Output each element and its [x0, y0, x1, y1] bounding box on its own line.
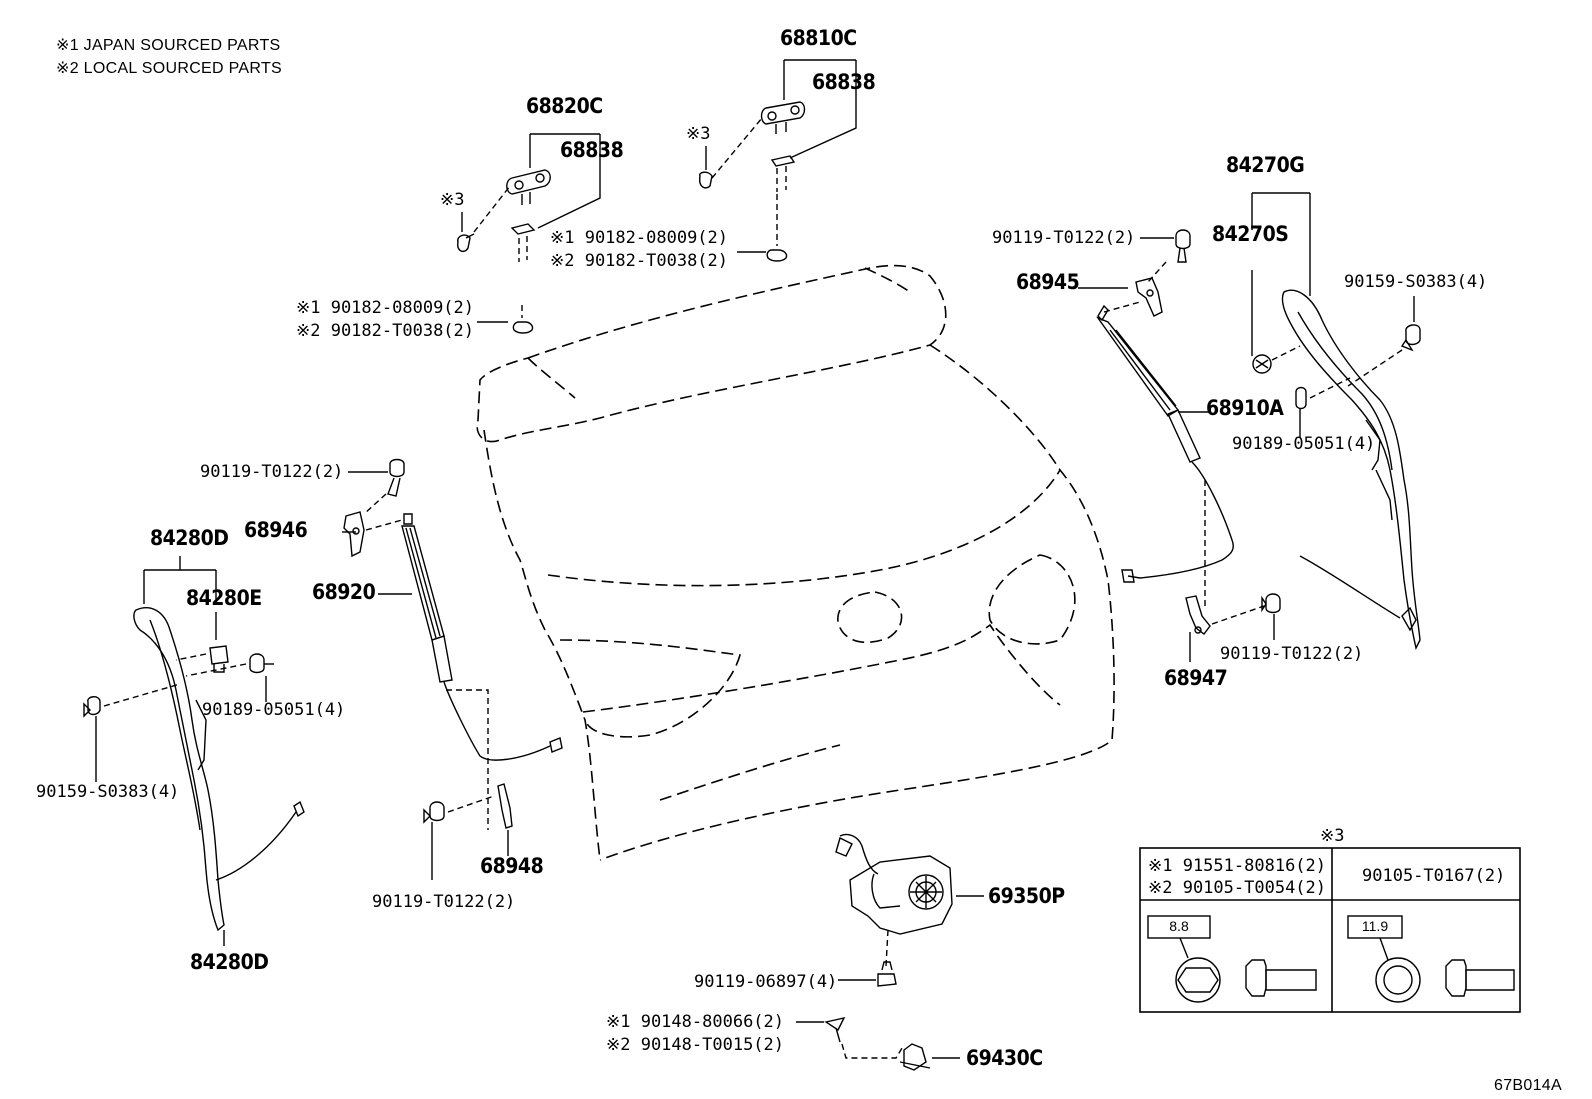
label-68838-left[interactable]: 68838	[560, 138, 624, 162]
bolt-90119-t0122-lower-left	[423, 795, 495, 880]
garnish-84280d	[133, 607, 305, 946]
callout-68810c-bracket	[705, 59, 857, 253]
note-local-sourced: ※2 LOCAL SOURCED PARTS	[56, 60, 282, 77]
bolt-90119-t0122-upper-left	[348, 458, 405, 515]
detail-left-line1[interactable]: ※1 91551-80816(2)	[1148, 856, 1327, 876]
label-68820c[interactable]: 68820C	[526, 94, 603, 118]
callout-68820c-bracket	[461, 133, 601, 323]
label-90148-80066[interactable]: ※1 90148-80066(2)	[606, 1012, 785, 1032]
label-90119-t0122-lower-left[interactable]: 90119-T0122(2)	[372, 892, 516, 912]
bracket-68947	[1185, 595, 1265, 662]
label-68910a[interactable]: 68910A	[1206, 396, 1284, 420]
label-84280d-bottom[interactable]: 84280D	[190, 950, 269, 974]
label-69430c[interactable]: 69430C	[966, 1046, 1043, 1070]
label-84280e[interactable]: 84280E	[186, 586, 262, 610]
label-90189-05051-left[interactable]: 90189-05051(4)	[202, 700, 346, 720]
bolt-90119-06897	[838, 961, 897, 987]
label-68810c[interactable]: 68810C	[780, 26, 857, 50]
label-90148-t0015[interactable]: ※2 90148-T0015(2)	[606, 1035, 785, 1055]
label-90119-t0122-upper-left[interactable]: 90119-T0122(2)	[200, 462, 344, 482]
label-69350p[interactable]: 69350P	[988, 884, 1065, 908]
hinge-68810c	[698, 101, 806, 262]
bracket-68946	[342, 511, 403, 558]
screw-90189-05051-right	[1295, 377, 1351, 438]
label-90159-s0383-left[interactable]: 90159-S0383(4)	[36, 782, 180, 802]
label-68948[interactable]: 68948	[480, 854, 544, 878]
bolt-90119-t0122-upper-right	[1140, 229, 1191, 283]
label-90119-t0122-lower-right[interactable]: 90119-T0122(2)	[1220, 644, 1364, 664]
clip-90159-s0383-left	[83, 683, 181, 782]
callout-84270g-bracket	[1251, 192, 1311, 356]
detail-box-frame	[1139, 847, 1521, 1013]
note-japan-sourced: ※1 JAPAN SOURCED PARTS	[56, 37, 281, 54]
lock-actuator-69350p	[835, 833, 984, 967]
back-door-outline	[476, 264, 1115, 861]
label-84280d-top[interactable]: 84280D	[150, 526, 229, 550]
bolt-90119-t0122-lower-right	[1261, 593, 1281, 640]
label-68947[interactable]: 68947	[1164, 666, 1228, 690]
label-84270g[interactable]: 84270G	[1226, 153, 1305, 177]
hinge-68820c	[457, 169, 551, 334]
bracket-68945	[1078, 277, 1163, 317]
label-90159-s0383-right[interactable]: 90159-S0383(4)	[1344, 272, 1488, 292]
bracket-68948	[497, 783, 513, 856]
label-90119-06897[interactable]: 90119-06897(4)	[694, 972, 838, 992]
screw-90189-05051-left	[185, 653, 274, 702]
label-68838-right[interactable]: 68838	[812, 70, 876, 94]
label-mark3-top: ※3	[686, 124, 711, 144]
clip-84270s	[1252, 345, 1301, 374]
clip-90159-s0383-right	[1347, 296, 1421, 387]
label-84270s[interactable]: 84270S	[1212, 222, 1289, 246]
label-68946[interactable]: 68946	[244, 518, 308, 542]
label-90189-05051-right[interactable]: 90189-05051(4)	[1232, 434, 1376, 454]
label-68920[interactable]: 68920	[312, 580, 376, 604]
torque-value-right: 11.9	[1361, 918, 1389, 934]
torque-value-left: 8.8	[1169, 918, 1189, 934]
damper-stay-68920	[401, 513, 563, 830]
label-90182-t0038-left[interactable]: ※2 90182-T0038(2)	[296, 321, 475, 341]
damper-stay-68910a	[1096, 304, 1234, 610]
screw-90148-80066	[796, 1016, 903, 1059]
label-mark3-left: ※3	[440, 190, 465, 210]
detail-left-line2[interactable]: ※2 90105-T0054(2)	[1148, 878, 1327, 898]
detail-box-title: ※3	[1320, 826, 1345, 846]
label-90182-08009-left[interactable]: ※1 90182-08009(2)	[296, 298, 475, 318]
detail-bolt-right	[1347, 915, 1515, 1003]
clip-84280e	[175, 645, 229, 673]
bumper-69430c	[899, 1043, 960, 1071]
detail-right-line[interactable]: 90105-T0167(2)	[1362, 866, 1506, 886]
label-90182-t0038-top[interactable]: ※2 90182-T0038(2)	[550, 251, 729, 271]
label-90182-08009-top[interactable]: ※1 90182-08009(2)	[550, 228, 729, 248]
label-90119-t0122-upper-right[interactable]: 90119-T0122(2)	[992, 228, 1136, 248]
diagram-code: 67B014A	[1494, 1077, 1562, 1094]
label-68945[interactable]: 68945	[1016, 270, 1080, 294]
garnish-84270g	[1281, 289, 1421, 651]
detail-bolt-left	[1147, 915, 1317, 1003]
callout-84280d-bracket	[143, 556, 217, 640]
